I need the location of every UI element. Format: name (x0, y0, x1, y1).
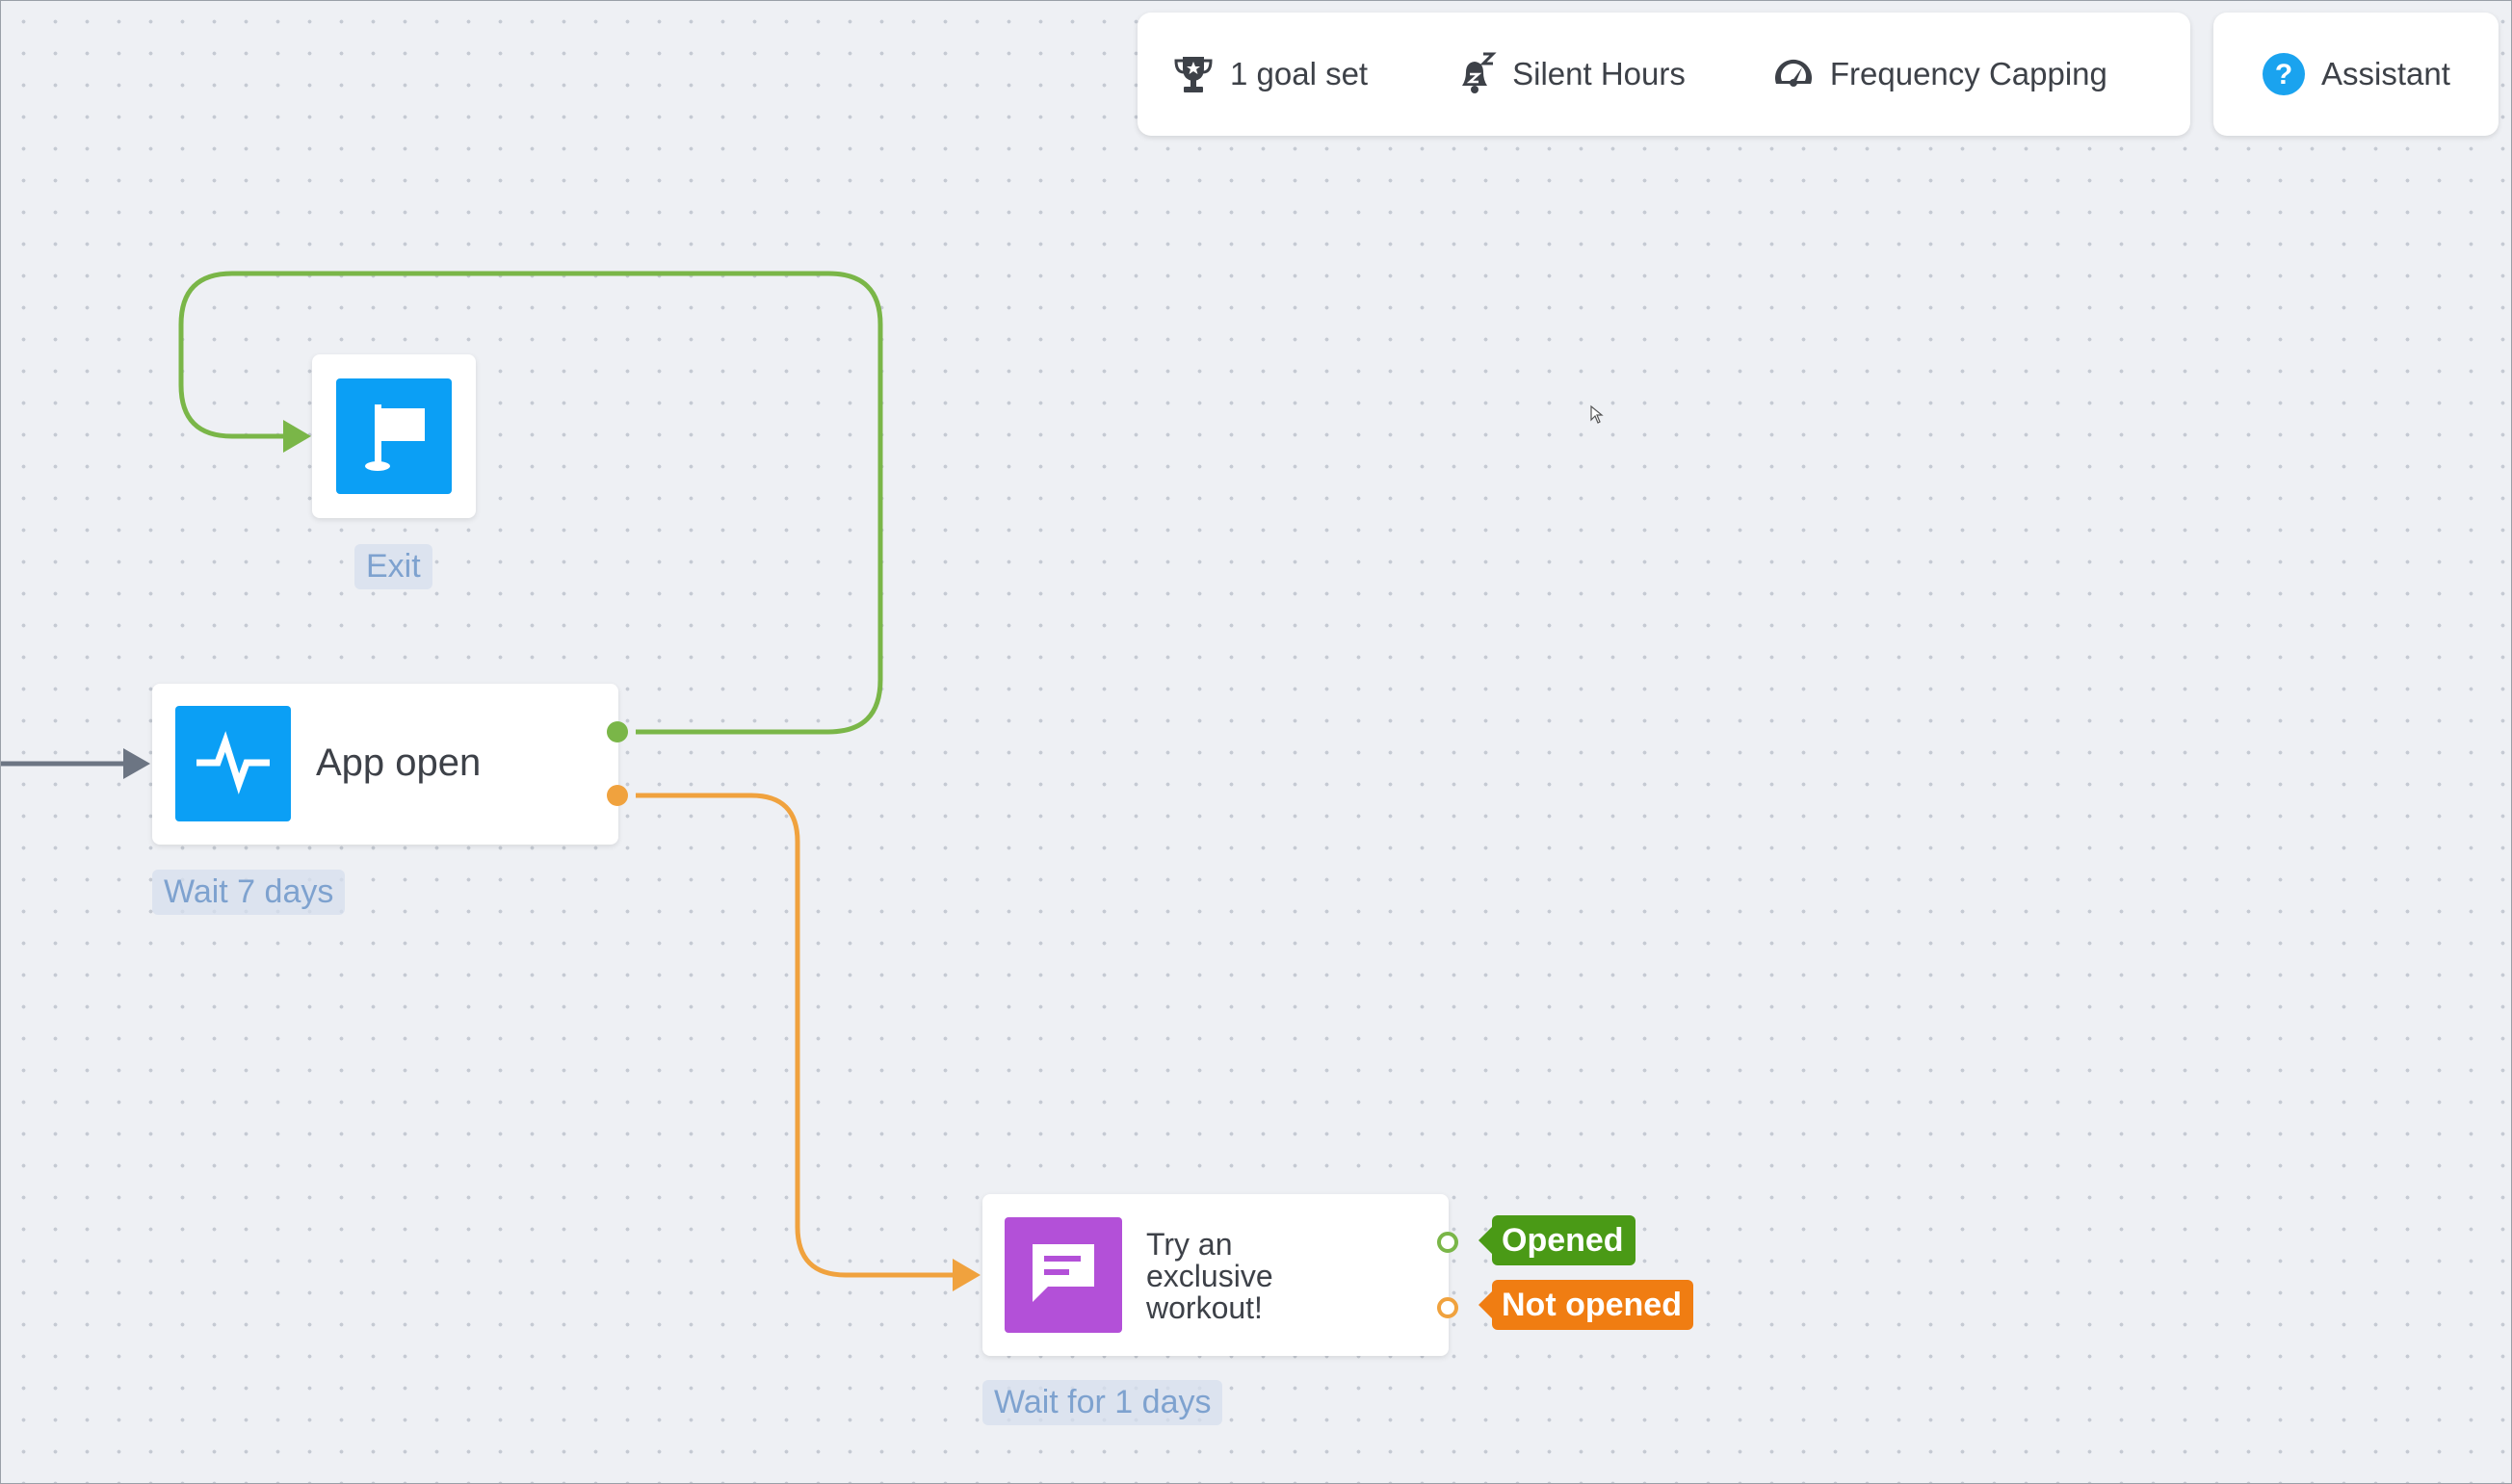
goal-button[interactable]: 1 goal set (1170, 51, 1368, 97)
app-open-to-message-connector (636, 793, 958, 1278)
message-icon (1027, 1238, 1100, 1313)
frequency-capping-label: Frequency Capping (1829, 56, 2107, 91)
app-open-node[interactable]: App open (152, 684, 618, 845)
activity-icon (193, 728, 274, 800)
flag-icon (355, 391, 432, 482)
opened-port[interactable] (1437, 1232, 1458, 1253)
message-title-line-3: workout! (1146, 1290, 1263, 1325)
app-open-yes-port[interactable] (607, 721, 628, 742)
opened-tag[interactable]: Opened (1478, 1215, 1635, 1265)
app-open-tile (175, 706, 291, 821)
not-opened-tag[interactable]: Not opened (1478, 1280, 1693, 1330)
help-circle-icon: ? (2262, 52, 2306, 96)
mouse-cursor-icon (1590, 404, 1604, 424)
app-open-no-port[interactable] (607, 785, 628, 806)
app-open-to-exit-connector (178, 271, 883, 735)
message-arrowhead (953, 1259, 981, 1291)
entry-arrowhead (123, 748, 150, 779)
exit-tile (336, 378, 452, 494)
message-title-line-2: exclusive (1146, 1259, 1273, 1293)
assistant-label: Assistant (2321, 56, 2450, 91)
app-open-wait-caption[interactable]: Wait 7 days (152, 870, 346, 915)
frequency-capping-button[interactable]: Frequency Capping (1770, 51, 2107, 97)
silent-hours-label: Silent Hours (1512, 56, 1686, 91)
exit-node[interactable] (312, 354, 476, 518)
message-tile (1005, 1217, 1122, 1333)
message-title: Try an exclusive workout! (1146, 1229, 1273, 1324)
exit-arrowhead (283, 420, 311, 453)
speedometer-icon (1770, 51, 1817, 97)
silent-hours-button[interactable]: Silent Hours (1452, 51, 1686, 97)
svg-text:?: ? (2275, 59, 2292, 91)
journey-toolbar: 1 goal set Silent Hours Frequency Cappin… (1138, 13, 2190, 136)
message-node[interactable]: Try an exclusive workout! (982, 1194, 1449, 1356)
not-opened-port[interactable] (1437, 1297, 1458, 1318)
trophy-icon (1170, 51, 1217, 97)
goal-label: 1 goal set (1230, 56, 1369, 91)
message-wait-caption[interactable]: Wait for 1 days (982, 1380, 1223, 1425)
assistant-button[interactable]: ? Assistant (2213, 13, 2499, 136)
message-title-line-1: Try an (1146, 1227, 1233, 1262)
exit-caption[interactable]: Exit (354, 544, 432, 589)
app-open-label: App open (316, 742, 482, 784)
sleep-bell-icon (1452, 51, 1499, 97)
